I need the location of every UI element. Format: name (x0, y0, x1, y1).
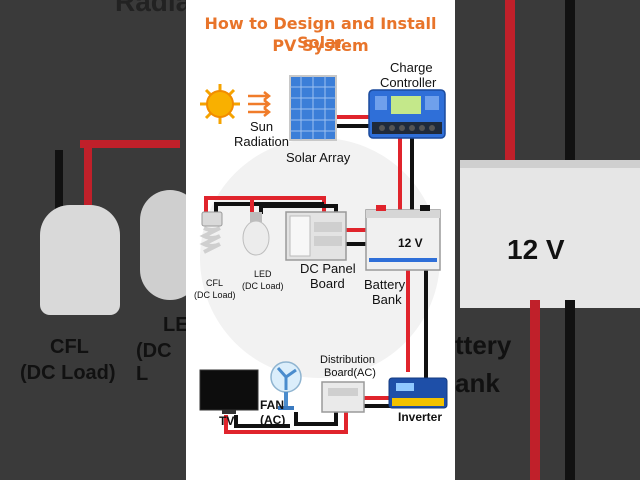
wire-tv-negative (234, 415, 290, 428)
background-black-wire-right-bottom (565, 300, 575, 480)
background-cfl-bulb-icon (40, 205, 120, 315)
background-battery-icon (460, 160, 640, 308)
label-distribution: Distribution (320, 354, 376, 366)
label-charge: Charge (390, 60, 433, 75)
distribution-board-icon (321, 381, 365, 413)
dc-panel-board-icon (285, 211, 347, 261)
label-tv: TV (219, 414, 235, 428)
wire-distribution-fan-negative (294, 410, 338, 426)
label-battery: Battery (364, 277, 406, 292)
background-text-led: LE (163, 314, 186, 336)
label-distribution-board: Board(AC) (324, 367, 376, 379)
cfl-bulb-icon (199, 211, 223, 254)
charge-controller-icon (368, 89, 446, 139)
label-inverter: Inverter (398, 410, 443, 424)
fan-icon (270, 361, 302, 410)
background-red-wire-right-bottom (530, 300, 540, 480)
background-text-cfl-load: (DC Load) (20, 362, 116, 384)
wire-distribution-tv-positive (224, 410, 348, 434)
background-text-battery: ttery (455, 330, 512, 360)
led-bulb-icon (242, 212, 270, 256)
label-board: Board (310, 276, 345, 291)
background-text-voltage: 12 V (507, 234, 565, 265)
background-red-wire-right (505, 0, 515, 170)
background-text-led-load: (DC L (136, 340, 172, 385)
label-dc-panel: DC Panel (300, 261, 356, 276)
sun-icon (200, 84, 240, 124)
wiring-diagram (199, 75, 448, 434)
background-black-wire (55, 150, 63, 240)
diagram-title-line-1: How to Design and Install Solar (204, 14, 437, 52)
label-fan-ac: (AC) (260, 413, 286, 427)
label-controller: Controller (380, 75, 437, 90)
label-battery-voltage: 12 V (398, 236, 423, 250)
background-red-wire (80, 140, 180, 148)
label-led: LED (254, 269, 272, 279)
inverter-icon (388, 377, 448, 409)
label-sun: Sun (250, 119, 274, 134)
wire-cfl-negative (214, 202, 324, 214)
battery-bank-icon (365, 205, 441, 271)
background-black-wire-right (565, 0, 575, 170)
label-bank: Bank (372, 292, 402, 307)
solar-panel-icon (289, 75, 337, 141)
label-cfl: CFL (206, 278, 224, 288)
background-right: 12 V ttery ank (455, 0, 640, 480)
background-text-bank: ank (455, 368, 500, 398)
label-led-load: (DC Load) (242, 281, 284, 291)
label-fan: FAN (260, 398, 284, 412)
diagram-panel: How to Design and Install Solar PV Syste… (186, 0, 455, 480)
background-left: Radia CFL (DC Load) LE (DC L (0, 0, 186, 480)
background-led-bulb-icon (140, 190, 186, 300)
background-text-cfl: CFL (50, 336, 89, 358)
background-red-wire-vertical (84, 140, 92, 220)
label-radiation: Radiation (234, 134, 289, 149)
background-text-top: Radia (115, 0, 186, 17)
label-cfl-load: (DC Load) (194, 290, 236, 300)
diagram-title-line-2: PV System (272, 36, 369, 55)
label-solar-array: Solar Array (286, 150, 351, 165)
tv-icon (199, 369, 259, 414)
radiation-arrows-icon (248, 91, 272, 117)
